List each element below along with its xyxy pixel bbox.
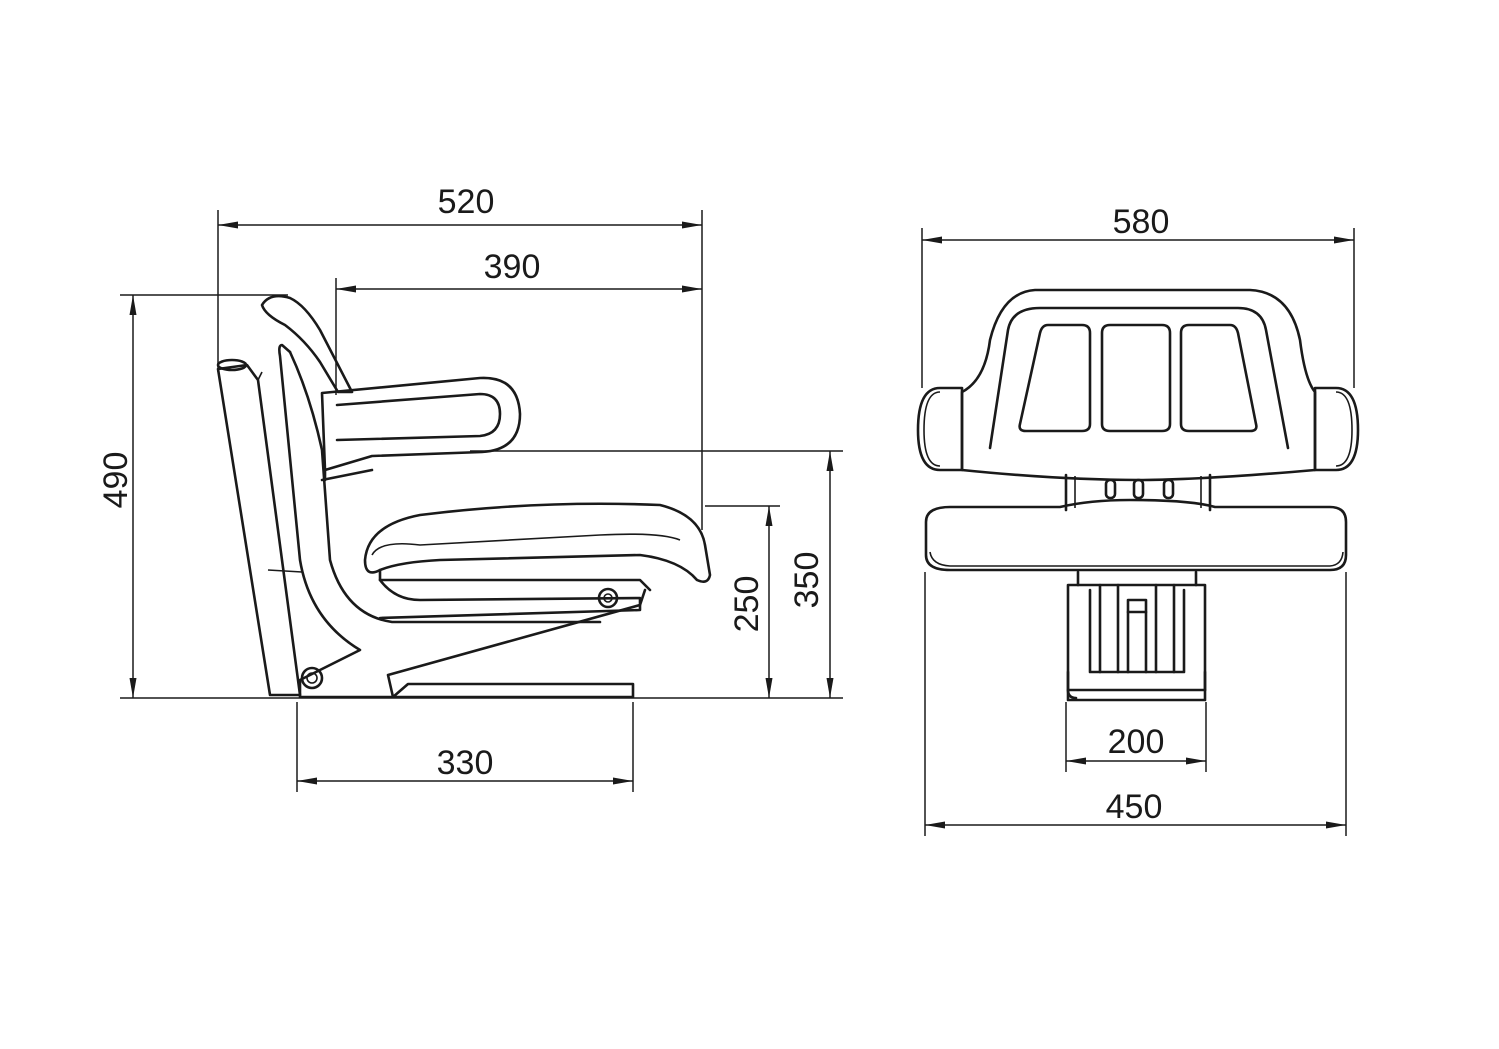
headrest-top [260,294,354,394]
front-view [916,288,1360,702]
backrest-front [960,288,1317,482]
suspension-base [1066,570,1207,702]
seat-shell-inner [288,350,602,624]
dim-base-width: 200 [1108,723,1165,761]
backrest-rear-column [216,363,302,697]
dim-overall-height: 490 [97,452,135,509]
suspension-column [1064,473,1212,512]
bracket-bolt [597,587,619,609]
front-view-dimensions: 580 200 450 [921,203,1355,836]
armrest-slot [335,392,502,442]
dim-seat-height: 250 [728,576,766,633]
armrest-right-front [1313,386,1360,472]
side-view [120,294,843,699]
armrest-left-front [916,386,964,472]
dim-seat-width: 450 [1106,788,1163,826]
backrest-panel-center [1100,323,1172,433]
side-view-dimensions: 520 390 490 250 350 330 [97,183,843,792]
dim-armrest-height: 350 [788,552,826,609]
dim-seat-depth: 390 [484,248,541,286]
base-bolt [300,666,324,690]
dim-overall-depth: 520 [438,183,495,221]
base-plate [391,682,635,699]
dim-base-length: 330 [437,744,494,782]
backrest-panel-left [1018,323,1092,433]
seat-shell-outer [278,343,647,699]
seat-cushion [363,502,712,583]
seat-bracket [378,578,642,620]
seat-cushion-front [924,498,1348,572]
backrest-panel-right [1179,323,1258,433]
dim-overall-width: 580 [1113,203,1170,241]
backrest-front-inner [988,306,1290,450]
